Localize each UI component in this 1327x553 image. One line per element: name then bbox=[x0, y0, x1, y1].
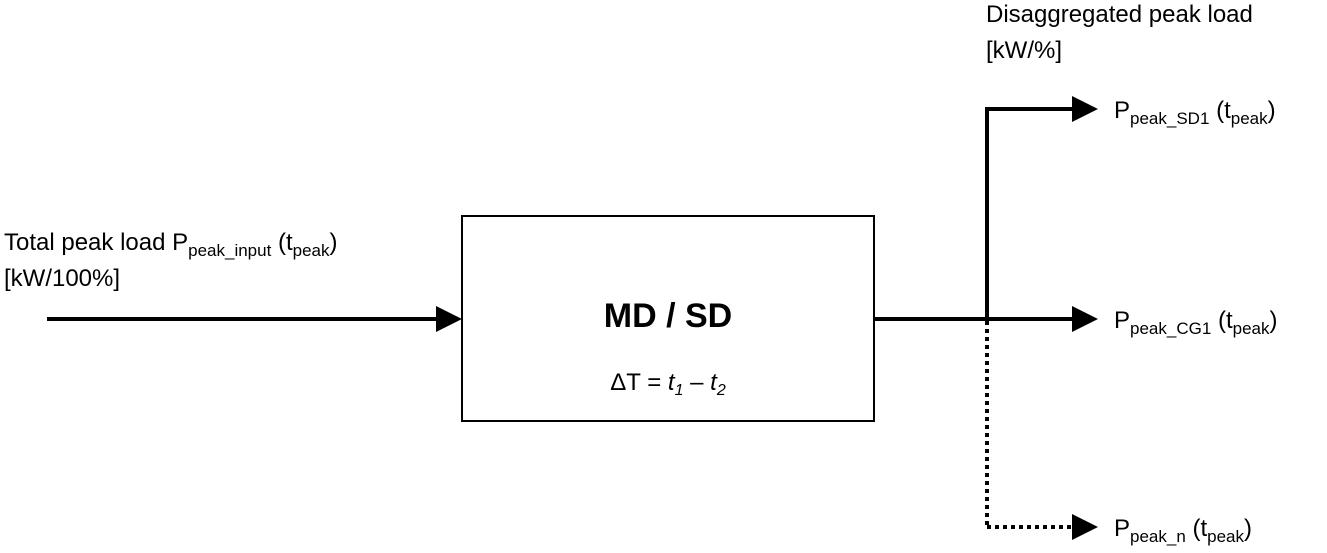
process-box bbox=[461, 215, 875, 422]
process-title: MD / SD bbox=[603, 297, 733, 335]
branch-arrowhead-sd1 bbox=[1072, 96, 1098, 122]
process-formula: ΔT = t1 – t2 bbox=[610, 369, 726, 399]
input-unit: [kW/100%] bbox=[4, 265, 121, 292]
input-label: Total peak load Ppeak_input (tpeak) bbox=[4, 229, 338, 260]
output-label-n: Ppeak_n (tpeak) bbox=[1114, 515, 1252, 546]
output-label-cg1: Ppeak_CG1 (tpeak) bbox=[1114, 307, 1278, 338]
output-header-title: Disaggregated peak load bbox=[986, 1, 1253, 28]
branch-arrowhead-cg1 bbox=[1072, 306, 1098, 332]
branch-arrowhead-n bbox=[1072, 514, 1098, 540]
output-label-sd1: Ppeak_SD1 (tpeak) bbox=[1114, 97, 1276, 128]
output-header-unit: [kW/%] bbox=[986, 37, 1062, 64]
input-arrowhead bbox=[436, 306, 462, 332]
